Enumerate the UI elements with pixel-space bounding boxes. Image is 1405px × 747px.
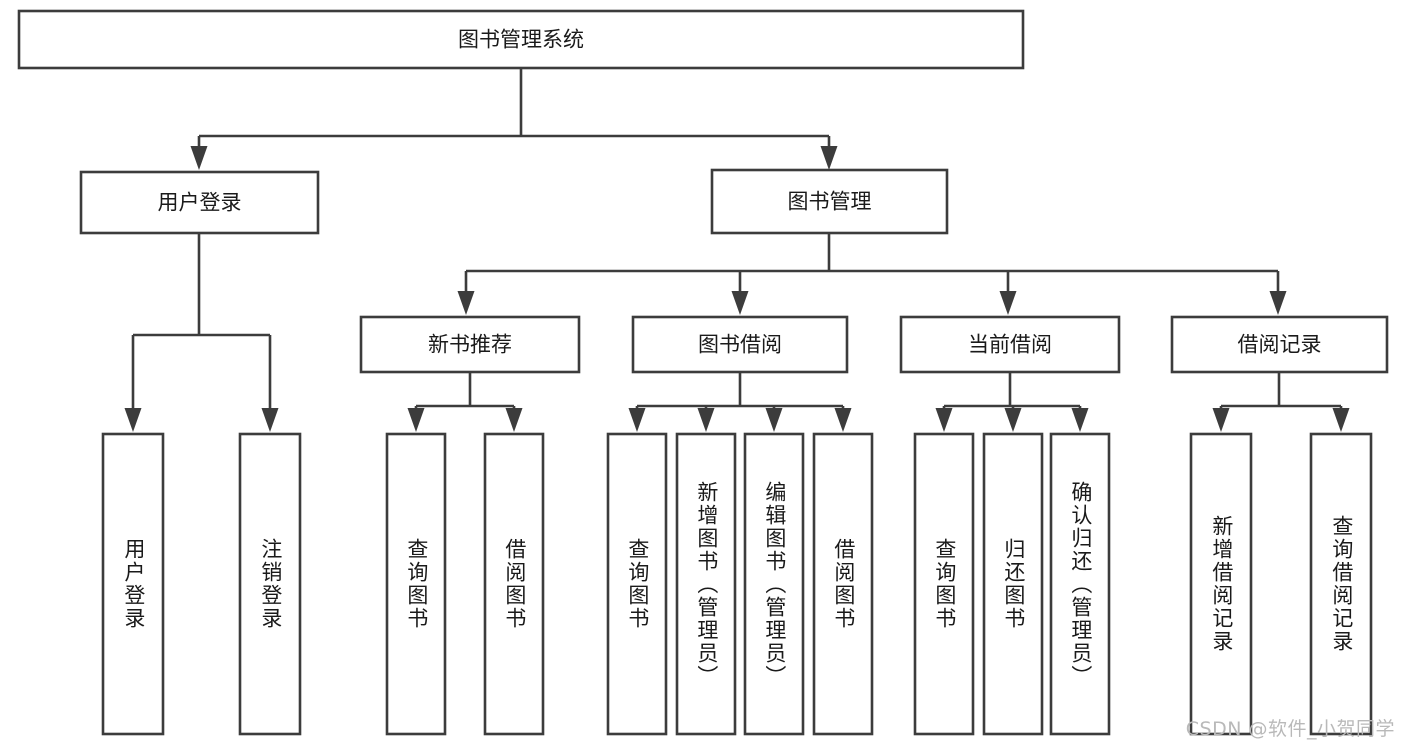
node-box-book-manage[interactable] xyxy=(710,168,949,235)
connector-arrowhead-icon xyxy=(457,291,475,315)
node-box-leaf-borrow-book-2[interactable] xyxy=(812,432,874,736)
node-label-book-manage: 图书管理 xyxy=(788,190,872,214)
node-box-leaf-query-book-1[interactable] xyxy=(385,432,447,736)
connector-arrowhead-icon xyxy=(407,408,425,432)
connector-arrowhead-icon xyxy=(935,408,953,432)
node-label-book-borrow: 图书借阅 xyxy=(698,333,782,357)
connector-arrowhead-icon xyxy=(697,408,715,432)
connector-arrowhead-icon xyxy=(1269,291,1287,315)
node-leaf-add-record[interactable] xyxy=(1189,432,1253,736)
node-leaf-return-book[interactable] xyxy=(982,432,1044,736)
connector-arrowhead-icon xyxy=(1004,408,1022,432)
node-book-borrow[interactable]: 图书借阅 xyxy=(631,315,849,374)
node-box-root[interactable] xyxy=(17,9,1025,70)
node-borrow-record[interactable]: 借阅记录 xyxy=(1170,315,1389,374)
conn-user-login-bus xyxy=(124,233,279,432)
node-box-leaf-add-book[interactable] xyxy=(675,432,737,736)
node-box-new-book-rec[interactable] xyxy=(359,315,581,374)
connector-arrowhead-icon xyxy=(261,408,279,432)
connector-arrowhead-icon xyxy=(731,291,749,315)
node-leaf-query-record[interactable] xyxy=(1309,432,1373,736)
node-box-current-borrow[interactable] xyxy=(899,315,1121,374)
node-label-root: 图书管理系统 xyxy=(458,28,584,52)
conn-book-manage-bus xyxy=(457,233,1287,315)
node-box-leaf-return-book[interactable] xyxy=(982,432,1044,736)
node-label-user-login: 用户登录 xyxy=(158,191,242,215)
conn-root-bus xyxy=(190,68,838,170)
watermark-text: CSDN @软件_小贺同学 xyxy=(1185,718,1395,740)
node-box-leaf-borrow-book-1[interactable] xyxy=(483,432,545,736)
connector-arrowhead-icon xyxy=(1071,408,1089,432)
conn-book-borrow-bus xyxy=(628,372,852,432)
node-label-current-borrow: 当前借阅 xyxy=(968,333,1052,357)
node-leaf-user-login[interactable] xyxy=(101,432,165,736)
conn-new-book-rec-bus xyxy=(407,372,523,432)
connector-arrowhead-icon xyxy=(820,146,838,170)
node-leaf-logout[interactable] xyxy=(238,432,302,736)
connectors-layer xyxy=(124,68,1350,432)
node-leaf-add-book[interactable] xyxy=(675,432,737,736)
node-box-leaf-confirm-return[interactable] xyxy=(1049,432,1111,736)
node-current-borrow[interactable]: 当前借阅 xyxy=(899,315,1121,374)
node-user-login[interactable]: 用户登录 xyxy=(79,170,320,235)
node-leaf-query-book-1[interactable] xyxy=(385,432,447,736)
conn-borrow-record-bus xyxy=(1212,372,1350,432)
node-new-book-rec[interactable]: 新书推荐 xyxy=(359,315,581,374)
node-leaf-borrow-book-2[interactable] xyxy=(812,432,874,736)
node-leaf-confirm-return[interactable] xyxy=(1049,432,1111,736)
node-box-leaf-query-book-3[interactable] xyxy=(913,432,975,736)
connector-arrowhead-icon xyxy=(834,408,852,432)
node-leaf-borrow-book-1[interactable] xyxy=(483,432,545,736)
node-box-book-borrow[interactable] xyxy=(631,315,849,374)
node-box-leaf-query-record[interactable] xyxy=(1309,432,1373,736)
connector-arrowhead-icon xyxy=(124,408,142,432)
connector-arrowhead-icon xyxy=(628,408,646,432)
node-box-borrow-record[interactable] xyxy=(1170,315,1389,374)
node-book-manage[interactable]: 图书管理 xyxy=(710,168,949,235)
connector-arrowhead-icon xyxy=(1332,408,1350,432)
node-label-new-book-rec: 新书推荐 xyxy=(428,333,512,357)
node-leaf-edit-book[interactable] xyxy=(743,432,805,736)
node-leaf-query-book-3[interactable] xyxy=(913,432,975,736)
node-box-leaf-logout[interactable] xyxy=(238,432,302,736)
node-root[interactable]: 图书管理系统 xyxy=(17,9,1025,70)
node-box-user-login[interactable] xyxy=(79,170,320,235)
conn-current-borrow-bus xyxy=(935,372,1089,432)
connector-arrowhead-icon xyxy=(190,146,208,170)
connector-arrowhead-icon xyxy=(765,408,783,432)
node-box-leaf-edit-book[interactable] xyxy=(743,432,805,736)
connector-arrowhead-icon xyxy=(1212,408,1230,432)
connector-arrowhead-icon xyxy=(505,408,523,432)
node-box-leaf-user-login[interactable] xyxy=(101,432,165,736)
node-box-leaf-add-record[interactable] xyxy=(1189,432,1253,736)
node-box-leaf-query-book-2[interactable] xyxy=(606,432,668,736)
connector-arrowhead-icon xyxy=(999,291,1017,315)
node-label-borrow-record: 借阅记录 xyxy=(1238,333,1322,357)
node-leaf-query-book-2[interactable] xyxy=(606,432,668,736)
